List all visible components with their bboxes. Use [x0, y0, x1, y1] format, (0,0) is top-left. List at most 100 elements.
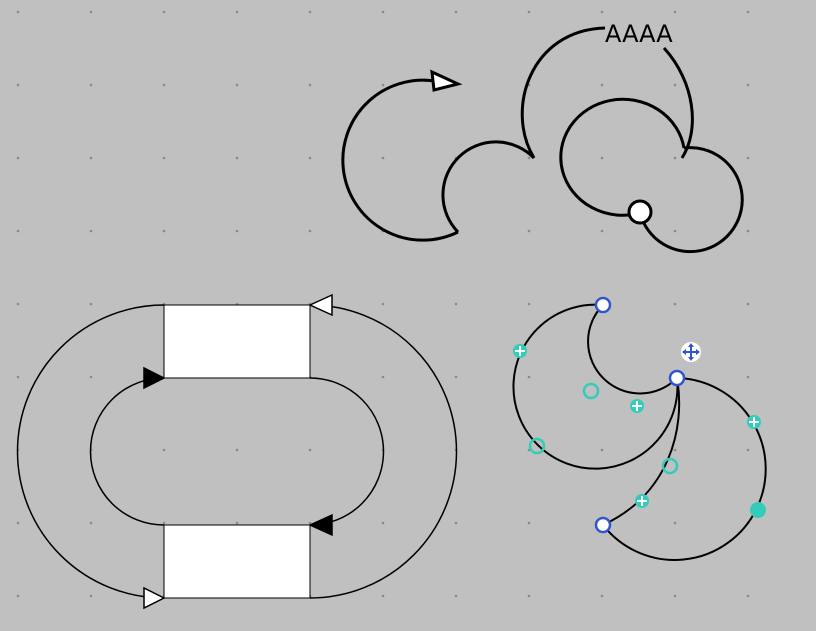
grid-dot: [454, 594, 458, 598]
edge-inner-left[interactable]: [89, 377, 165, 526]
midpoint-add-handle-1[interactable]: [513, 344, 527, 358]
grid-dot: [673, 10, 677, 14]
curve-handle-blue-top[interactable]: [594, 296, 612, 314]
grid-dot: [454, 521, 458, 525]
arrowhead-outer-right-open: [308, 293, 333, 317]
grid-dot: [162, 10, 166, 14]
curve-handle-blue-mid[interactable]: [668, 369, 686, 387]
grid-dot: [600, 448, 604, 452]
grid-dot: [600, 10, 604, 14]
grid-dot: [308, 521, 312, 525]
grid-dot: [16, 229, 20, 233]
grid-dot: [308, 10, 312, 14]
arrowhead-outer-left-open: [143, 586, 166, 610]
midpoint-add-handle-3[interactable]: [747, 415, 761, 429]
grid-dot: [235, 156, 239, 160]
grid-dot: [673, 229, 677, 233]
grid-dot: [16, 156, 20, 160]
grid-dot: [527, 10, 531, 14]
grid-dot: [89, 375, 93, 379]
grid-dot: [16, 521, 20, 525]
grid-dot: [16, 10, 20, 14]
control-point-open-2[interactable]: [528, 437, 546, 455]
midpoint-add-handle-4[interactable]: [635, 494, 649, 508]
grid-dot: [235, 10, 239, 14]
curve-label: AAAA: [605, 20, 673, 48]
arc-small-wave[interactable]: [441, 140, 536, 234]
selected-arc-outer-upper[interactable]: [512, 303, 679, 470]
grid-dot: [16, 302, 20, 306]
grid-dot: [527, 156, 531, 160]
move-arrows-icon[interactable]: [681, 342, 701, 362]
midpoint-add-handle-2[interactable]: [630, 399, 644, 413]
grid-dot: [162, 521, 166, 525]
grid-dot: [308, 83, 312, 87]
node-edge-diagram: [16, 293, 458, 610]
grid-dot: [89, 229, 93, 233]
grid-dot: [673, 448, 677, 452]
grid-dot: [308, 229, 312, 233]
grid-dot: [454, 10, 458, 14]
grid-dot: [89, 302, 93, 306]
grid-dot: [235, 448, 239, 452]
grid-dot: [89, 521, 93, 525]
grid-dot: [600, 594, 604, 598]
grid-dot: [673, 156, 677, 160]
grid-dot: [162, 229, 166, 233]
grid-dot: [746, 83, 750, 87]
arc-junction-node[interactable]: [627, 199, 653, 225]
grid-dot: [746, 448, 750, 452]
arc-loop-right[interactable]: [638, 146, 744, 254]
arc-large-left[interactable]: [341, 78, 459, 242]
grid-dot: [89, 594, 93, 598]
control-point-open-1[interactable]: [582, 382, 600, 400]
grid-dot: [600, 229, 604, 233]
grid-dot: [89, 156, 93, 160]
grid-dot: [235, 229, 239, 233]
arc-arrowhead-open: [430, 69, 463, 92]
grid-dot: [381, 10, 385, 14]
arc-loop-left[interactable]: [559, 97, 686, 217]
grid-dot: [162, 83, 166, 87]
grid-dot: [89, 83, 93, 87]
arc-shapes: AAAA: [341, 20, 744, 254]
grid-dot: [162, 156, 166, 160]
grid-dot: [600, 156, 604, 160]
grid-dot: [16, 594, 20, 598]
grid-dot: [381, 302, 385, 306]
arrowhead-inner-left-filled: [143, 366, 166, 390]
grid-dot: [746, 302, 750, 306]
control-point-filled[interactable]: [750, 502, 766, 518]
grid-dot: [527, 375, 531, 379]
grid-dot: [235, 521, 239, 525]
grid-dot: [600, 83, 604, 87]
edge-outer-right[interactable]: [309, 304, 458, 599]
grid-dot: [162, 448, 166, 452]
grid-dot: [746, 10, 750, 14]
grid-dot: [746, 156, 750, 160]
control-point-open-3[interactable]: [661, 457, 679, 475]
curve-handle-blue-bottom[interactable]: [594, 516, 612, 534]
grid-dot: [16, 83, 20, 87]
selected-arc-inner-upper[interactable]: [587, 304, 678, 395]
grid-dot: [89, 10, 93, 14]
grid-dot: [673, 302, 677, 306]
node-top[interactable]: [163, 304, 311, 379]
grid-dot: [746, 375, 750, 379]
node-bottom[interactable]: [163, 524, 311, 599]
grid-dot: [381, 375, 385, 379]
grid-dot: [454, 375, 458, 379]
grid-dot: [746, 594, 750, 598]
arc-labelled[interactable]: [520, 26, 606, 159]
edge-outer-left[interactable]: [16, 304, 165, 599]
grid-dot: [308, 156, 312, 160]
grid-dot: [527, 229, 531, 233]
grid-dot: [527, 302, 531, 306]
selected-curves: [512, 296, 767, 561]
edge-inner-right[interactable]: [309, 377, 385, 526]
grid-dot: [308, 448, 312, 452]
grid-dot: [673, 83, 677, 87]
grid-dot: [527, 594, 531, 598]
